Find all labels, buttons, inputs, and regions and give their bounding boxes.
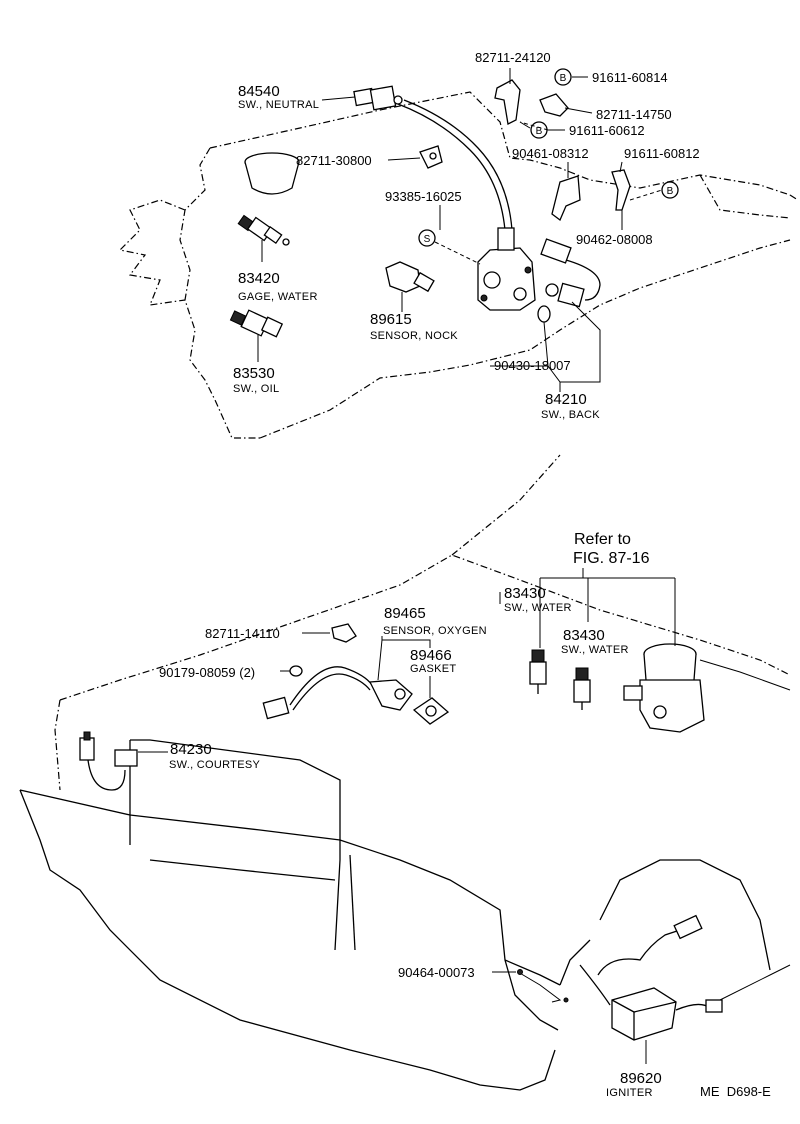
water-switch-b-part xyxy=(573,667,591,710)
part-description: SW., NEUTRAL xyxy=(238,99,319,111)
part-number: 83430 xyxy=(563,627,605,644)
label-91611-60612: 91611-60612 xyxy=(569,123,645,138)
gasket-part xyxy=(412,697,450,725)
transmission-switch-body xyxy=(477,227,536,311)
igniter-part xyxy=(579,914,723,1041)
clip-90464-00073 xyxy=(517,969,569,1003)
cap-part xyxy=(244,152,300,195)
marker-b-3: B xyxy=(661,181,679,199)
courtesy-switch-part xyxy=(79,731,138,791)
clamp-82711-14750 xyxy=(539,93,569,117)
label-91611-60814: 91611-60814 xyxy=(592,70,668,85)
label-82711-14110: 82711-14110 xyxy=(205,626,280,641)
clamp-82711-30800 xyxy=(419,145,443,169)
label-89465: 89465 SENSOR, OXYGEN xyxy=(383,605,487,637)
engine-outline xyxy=(118,91,799,439)
svg-text:B: B xyxy=(560,73,567,84)
neutral-switch-part xyxy=(353,85,513,231)
label-83530: 83530 SW., OIL xyxy=(233,365,279,395)
part-number: 83420 xyxy=(238,270,280,287)
label-90179-08059: 90179-08059 (2) xyxy=(159,665,255,680)
part-description: SENSOR, NOCK xyxy=(370,330,458,342)
nut-90179-08059 xyxy=(289,665,303,677)
part-description: SW., WATER xyxy=(504,602,572,614)
svg-text:B: B xyxy=(667,186,674,197)
part-number: 84230 xyxy=(170,741,212,758)
diagram-code: ME D698-E xyxy=(700,1084,771,1099)
part-description: GASKET xyxy=(410,663,456,675)
part-number: 84540 xyxy=(238,83,280,100)
label-90461-08312: 90461-08312 xyxy=(512,146,589,161)
label-89466: 89466 GASKET xyxy=(410,647,456,675)
label-91611-60812: 91611-60812 xyxy=(624,146,700,161)
clamp-82711-24120 xyxy=(494,79,521,125)
refer-to-line2: FIG. 87-16 xyxy=(573,550,650,567)
valve-part xyxy=(623,643,705,733)
label-83430-b: 83430 SW., WATER xyxy=(561,627,629,656)
part-number: 89615 xyxy=(370,311,412,328)
part-number: 84210 xyxy=(545,391,587,408)
back-switch-part xyxy=(537,238,601,323)
label-84540: 84540 SW., NEUTRAL xyxy=(238,83,319,111)
part-description: SENSOR, OXYGEN xyxy=(383,625,487,637)
part-number: 83530 xyxy=(233,365,275,382)
label-84210: 84210 SW., BACK xyxy=(541,391,600,421)
part-description: GAGE, WATER xyxy=(238,291,318,303)
marker-s: S xyxy=(418,229,436,247)
leader-lines-bottom xyxy=(138,568,676,1064)
water-gauge-part xyxy=(237,214,290,246)
label-83430-a: 83430 SW., WATER xyxy=(504,585,572,614)
refer-to-line1: Refer to xyxy=(574,531,631,548)
svg-text:S: S xyxy=(424,234,431,245)
refer-to-note: Refer to FIG. 87-16 xyxy=(573,531,650,567)
label-82711-30800: 82711-30800 xyxy=(296,153,372,168)
part-number: 89466 xyxy=(410,647,452,664)
leader-lines-top xyxy=(257,68,663,392)
bracket-90461-08312 xyxy=(551,175,581,222)
label-83420: 83420 GAGE, WATER xyxy=(238,270,318,303)
label-90464-00073: 90464-00073 xyxy=(398,965,475,980)
part-description: SW., BACK xyxy=(541,409,600,421)
knock-sensor-part xyxy=(385,261,435,293)
label-82711-14750: 82711-14750 xyxy=(596,107,672,122)
part-description: SW., COURTESY xyxy=(169,759,260,771)
part-description: SW., WATER xyxy=(561,644,629,656)
bracket-90462-08008 xyxy=(611,169,631,211)
label-89620: 89620 IGNITER xyxy=(606,1070,662,1099)
car-body-outline xyxy=(19,454,791,1091)
part-number: 89620 xyxy=(620,1070,662,1087)
part-description: SW., OIL xyxy=(233,383,279,395)
oxygen-sensor-part xyxy=(262,666,413,720)
part-number: 89465 xyxy=(384,605,426,622)
svg-text:B: B xyxy=(536,126,543,137)
part-description: IGNITER xyxy=(606,1087,653,1099)
clamp-82711-14110 xyxy=(331,623,357,643)
marker-b-1: B xyxy=(554,68,572,86)
label-90462-08008: 90462-08008 xyxy=(576,232,653,247)
water-switch-a-part xyxy=(529,649,547,694)
label-84230: 84230 SW., COURTESY xyxy=(169,741,260,771)
label-82711-24120: 82711-24120 xyxy=(475,50,551,65)
label-93385-16025: 93385-16025 xyxy=(385,189,462,204)
label-89615: 89615 SENSOR, NOCK xyxy=(370,311,458,342)
label-90430-18007: 90430-18007 xyxy=(494,358,571,373)
oil-switch-part xyxy=(229,309,284,338)
part-number: 83430 xyxy=(504,585,546,602)
marker-b-2: B xyxy=(530,121,548,139)
